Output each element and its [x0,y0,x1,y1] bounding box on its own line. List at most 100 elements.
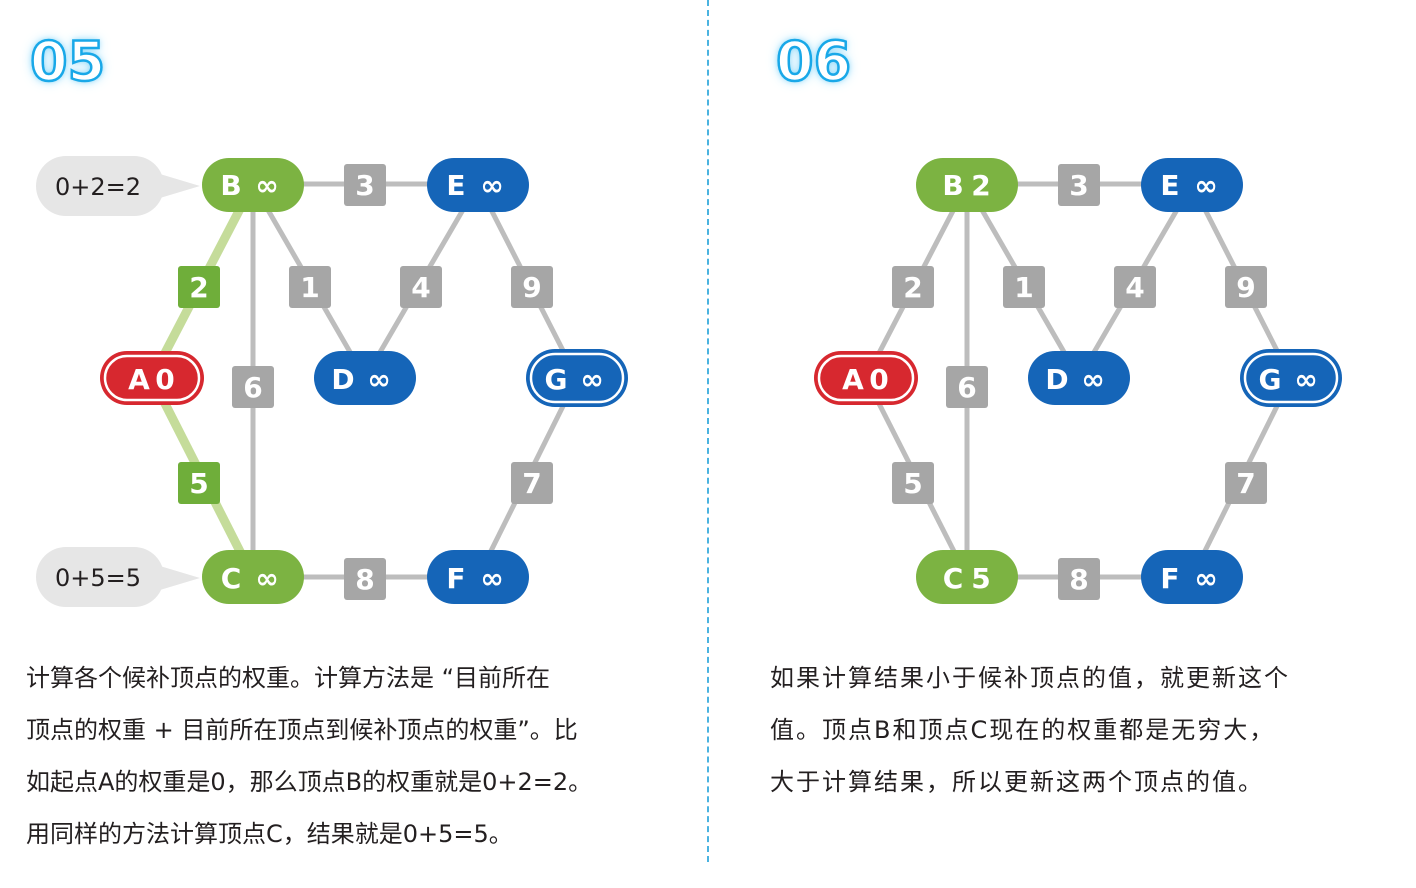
nodes: A 0 B ∞ C ∞ D ∞ E ∞ [100,158,628,604]
step-description: 计算各个候补顶点的权重。计算方法是 “目前所在 顶点的权重 + 目前所在顶点到候… [26,652,666,860]
step-number: 06 [775,29,853,95]
step-number: 05 [29,29,107,95]
svg-text:D: D [1045,363,1068,396]
description-line: 顶点的权重 + 目前所在顶点到候补顶点的权重”。比 [26,716,578,744]
svg-text:7: 7 [522,467,541,500]
svg-text:1: 1 [1014,271,1033,304]
svg-text:∞: ∞ [1081,363,1104,396]
edge-label-b-e: 3 [1058,164,1100,206]
node-f: F ∞ [1141,550,1243,604]
svg-text:4: 4 [411,271,430,304]
svg-text:∞: ∞ [1194,169,1217,202]
panel-divider [707,0,709,862]
svg-text:F: F [446,562,465,595]
edge-label-b-d: 1 [289,266,331,308]
svg-text:6: 6 [243,371,262,404]
edge-label-d-e: 4 [400,266,442,308]
graph-diagram: 2 5 6 1 3 8 4 9 7 0+2=2 0+5=5 A [36,156,628,607]
svg-text:8: 8 [355,563,374,596]
description-line: 如果计算结果小于候补顶点的值，就更新这个 [770,664,1290,692]
description-line: 计算各个候补顶点的权重。计算方法是 “目前所在 [26,664,551,692]
svg-text:0: 0 [869,363,888,396]
svg-text:0: 0 [155,363,174,396]
step-panel-05: 05 2 5 6 1 3 8 4 9 7 [26,29,666,860]
svg-text:0+5=5: 0+5=5 [55,564,141,592]
description-line: 大于计算结果，所以更新这两个顶点的值。 [770,768,1264,796]
svg-text:5: 5 [189,467,208,500]
node-b: B ∞ [202,158,304,212]
step-panel-06: 06 2 5 6 1 3 8 4 9 7 [708,0,1416,888]
nodes: A 0 B 2 C 5 D ∞ E ∞ [814,158,1342,604]
calc-bubble-c: 0+5=5 [36,547,200,607]
edge-label-a-c: 5 [892,462,934,504]
svg-text:9: 9 [1236,271,1255,304]
svg-text:1: 1 [300,271,319,304]
edge-label-d-e: 4 [1114,266,1156,308]
node-g: G ∞ [526,349,628,407]
svg-text:∞: ∞ [367,363,390,396]
svg-text:D: D [331,363,354,396]
svg-text:∞: ∞ [480,169,503,202]
svg-text:C: C [221,562,242,595]
svg-text:6: 6 [957,371,976,404]
description-line: 值。顶点B和顶点C现在的权重都是无穷大， [770,716,1276,744]
edge-label-e-g: 9 [511,266,553,308]
node-c: C 5 [916,550,1018,604]
edge-label-b-c: 6 [946,366,988,408]
node-a: A 0 [814,351,918,405]
svg-text:G: G [545,363,568,396]
svg-text:E: E [446,169,465,202]
svg-text:2: 2 [971,169,990,202]
svg-text:4: 4 [1125,271,1144,304]
svg-text:B: B [942,169,963,202]
svg-text:0+2=2: 0+2=2 [55,173,141,201]
node-a: A 0 [100,351,204,405]
description-line: 用同样的方法计算顶点C，结果就是0+5=5。 [26,820,513,848]
svg-text:∞: ∞ [480,562,503,595]
node-c: C ∞ [202,550,304,604]
edge-label-a-b: 2 [178,266,220,308]
edge-label-c-f: 8 [1058,558,1100,600]
node-f: F ∞ [427,550,529,604]
edge-label-b-e: 3 [344,164,386,206]
graph-diagram: 2 5 6 1 3 8 4 9 7 A 0 B 2 C [814,158,1342,604]
node-g: G ∞ [1240,349,1342,407]
svg-text:C: C [943,562,964,595]
svg-text:8: 8 [1069,563,1088,596]
node-b: B 2 [916,158,1018,212]
svg-text:G: G [1259,363,1282,396]
edge-label-c-f: 8 [344,558,386,600]
svg-text:A: A [128,363,150,396]
svg-text:2: 2 [903,271,922,304]
calc-bubble-b: 0+2=2 [36,156,200,216]
edge-labels: 2 5 6 1 3 8 4 9 7 [892,164,1267,600]
edge-labels: 2 5 6 1 3 8 4 9 7 [178,164,553,600]
node-e: E ∞ [427,158,529,212]
svg-text:∞: ∞ [580,363,603,396]
edge-label-b-d: 1 [1003,266,1045,308]
svg-text:∞: ∞ [255,562,278,595]
edge-label-e-g: 9 [1225,266,1267,308]
step-description: 如果计算结果小于候补顶点的值，就更新这个 值。顶点B和顶点C现在的权重都是无穷大… [770,652,1400,808]
svg-text:3: 3 [355,169,374,202]
node-e: E ∞ [1141,158,1243,212]
svg-text:E: E [1160,169,1179,202]
svg-text:7: 7 [1236,467,1255,500]
svg-text:2: 2 [189,271,208,304]
svg-text:∞: ∞ [1194,562,1217,595]
node-d: D ∞ [314,351,416,405]
description-line: 如起点A的权重是0，那么顶点B的权重就是0+2=2。 [26,768,593,796]
edge-label-a-b: 2 [892,266,934,308]
edge-label-a-c: 5 [178,462,220,504]
svg-text:5: 5 [903,467,922,500]
node-d: D ∞ [1028,351,1130,405]
svg-text:9: 9 [522,271,541,304]
svg-text:∞: ∞ [1294,363,1317,396]
edge-label-b-c: 6 [232,366,274,408]
edge-label-f-g: 7 [1225,462,1267,504]
svg-text:A: A [842,363,864,396]
svg-text:5: 5 [971,562,990,595]
edge-label-f-g: 7 [511,462,553,504]
svg-text:F: F [1160,562,1179,595]
svg-text:∞: ∞ [255,169,278,202]
